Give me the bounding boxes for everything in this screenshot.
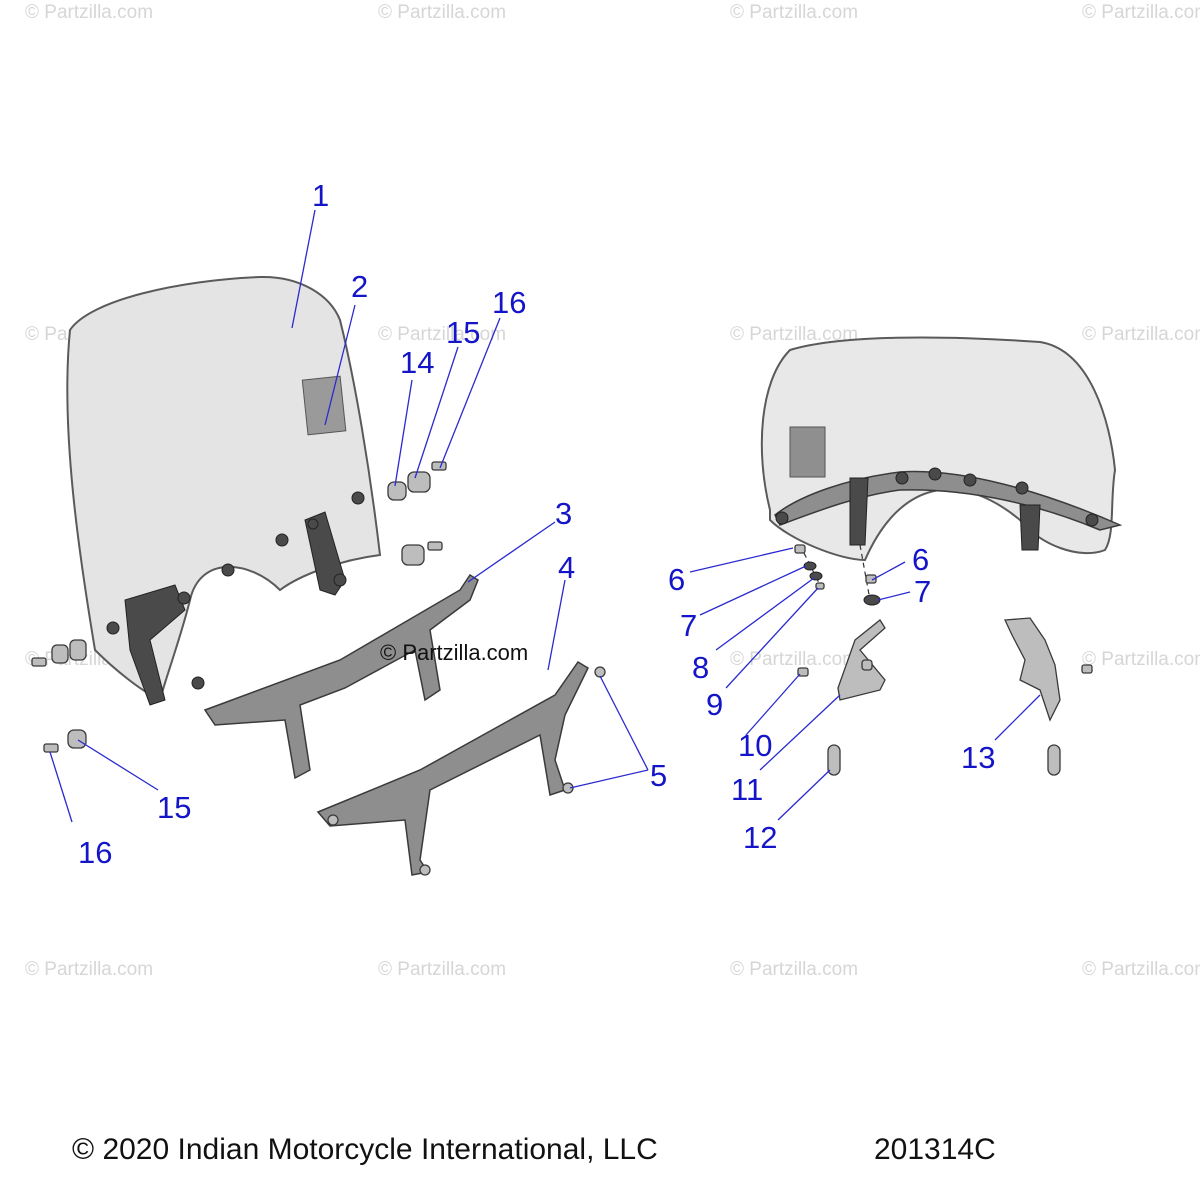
screw <box>797 667 809 677</box>
washer <box>809 571 823 581</box>
copyright-notice: © 2020 Indian Motorcycle International, … <box>72 1133 658 1166</box>
callout-label: 8 <box>692 650 709 685</box>
screw <box>31 657 47 667</box>
callout-label: 2 <box>351 269 368 304</box>
callout-label: 16 <box>78 835 112 870</box>
watermark: © Partzilla.com <box>378 959 506 980</box>
washer <box>863 594 881 606</box>
callout-label: 11 <box>731 772 763 807</box>
washer <box>803 561 817 571</box>
rubber-insert <box>1047 744 1061 776</box>
assembly-guide-line <box>859 544 871 601</box>
shield-decal <box>301 375 347 436</box>
callout-label: 4 <box>558 550 575 585</box>
callout-label: 12 <box>743 820 777 855</box>
screw <box>815 582 825 590</box>
left-hardware <box>31 461 447 753</box>
left-windshield <box>66 275 382 706</box>
watermark: © Partzilla.com <box>1082 959 1200 980</box>
watermark: © Partzilla.com <box>1082 649 1200 670</box>
screw <box>1081 664 1093 674</box>
spacer <box>861 659 873 671</box>
side-bracket <box>1019 504 1041 551</box>
callout-label: 6 <box>668 562 685 597</box>
callout-label: 5 <box>650 758 667 793</box>
logo-plate <box>316 660 589 876</box>
left-mount-bracket <box>124 584 186 706</box>
callout-label: 3 <box>555 496 572 531</box>
grommet <box>387 481 407 501</box>
right-windshield <box>760 336 1123 562</box>
center-bracket <box>849 477 869 546</box>
screw <box>427 541 443 551</box>
watermark: © Partzilla.com <box>730 324 858 345</box>
callout-label: 13 <box>961 740 995 775</box>
watermark: © Partzilla.com <box>25 959 153 980</box>
watermark: © Partzilla.com <box>730 2 858 23</box>
watermark: © Partzilla.com <box>730 959 858 980</box>
callout-label: 16 <box>492 285 526 320</box>
diagram-id: 201314C <box>874 1133 996 1166</box>
center-watermark: © Partzilla.com <box>380 640 528 665</box>
rubber-insert <box>827 744 841 776</box>
callout-label: 15 <box>446 315 480 350</box>
watermark: © Partzilla.com <box>378 2 506 23</box>
screw <box>431 461 447 471</box>
mount-bracket <box>837 619 886 701</box>
bushing <box>51 644 69 664</box>
callout-label: 1 <box>312 178 329 213</box>
callout-labels: 1 2 16 15 14 3 4 5 15 16 6 7 8 9 10 11 1… <box>78 178 995 870</box>
callout-label: 10 <box>738 728 772 763</box>
bushing <box>67 729 87 749</box>
bushing <box>407 471 431 493</box>
callout-label: 15 <box>157 790 191 825</box>
callout-label: 6 <box>912 542 929 577</box>
mount-bracket-right <box>1004 617 1061 722</box>
watermark: © Partzilla.com <box>730 649 858 670</box>
callout-label: 7 <box>680 608 697 643</box>
callout-label: 9 <box>706 687 723 722</box>
screw <box>43 743 59 753</box>
watermark: © Partzilla.com <box>1082 324 1200 345</box>
mounting-plate <box>203 573 479 780</box>
leader-lines <box>49 209 1041 823</box>
callout-label: 14 <box>400 345 434 380</box>
right-mount-bracket <box>304 511 346 596</box>
spacer <box>794 544 806 554</box>
watermark: © Partzilla.com <box>1082 2 1200 23</box>
callout-label: 7 <box>914 574 931 609</box>
bushing <box>401 544 425 566</box>
shield-decal <box>789 426 826 478</box>
spacer <box>865 574 877 584</box>
watermark: © Partzilla.com <box>25 2 153 23</box>
right-hardware <box>794 544 1093 776</box>
watermark: © Partzilla.com <box>378 324 506 345</box>
grommet <box>69 639 87 661</box>
